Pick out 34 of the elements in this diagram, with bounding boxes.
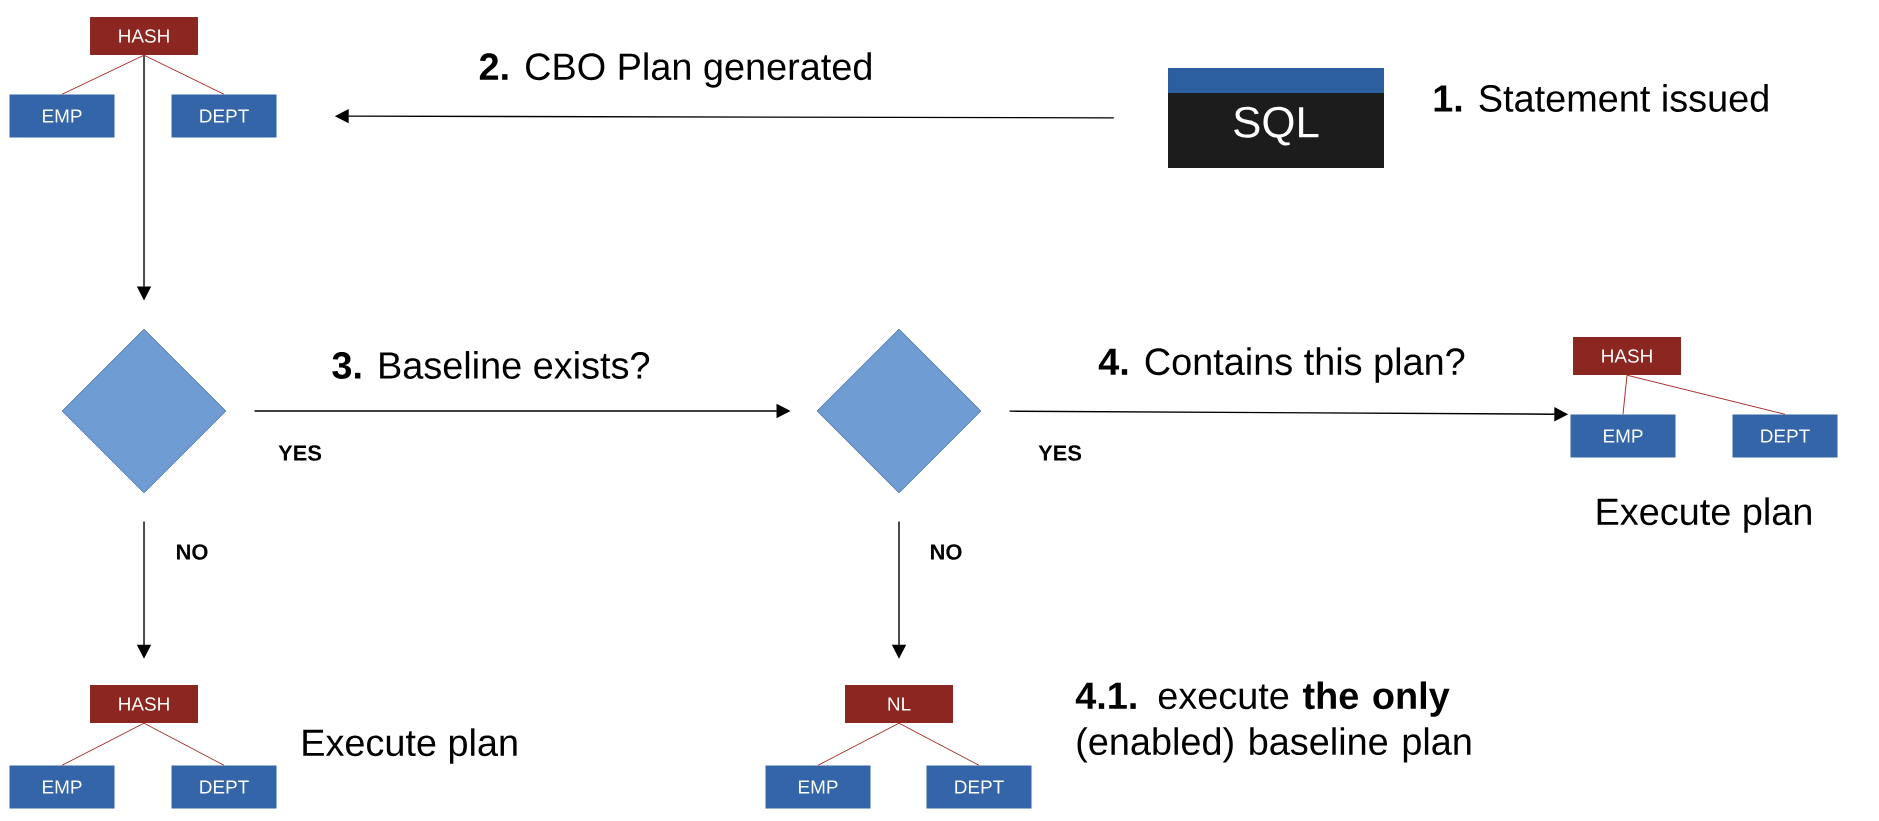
step-label: Execute plan	[303, 728, 517, 764]
table-box: DEPT	[1732, 414, 1838, 458]
tree-line	[1626, 374, 1786, 415]
branch-label: YES	[278, 445, 322, 461]
branch-label: NO	[931, 544, 962, 560]
tree-line	[143, 54, 225, 95]
tree-line	[61, 54, 145, 95]
tree-line	[143, 722, 225, 766]
operator-box: HASH	[90, 17, 198, 55]
table-box: EMP	[1570, 414, 1676, 458]
table-box: DEPT	[171, 765, 277, 809]
edge-label: 4. Contains this plan?	[1096, 345, 1468, 385]
branch-label: NO	[177, 544, 208, 560]
decision-diamond	[61, 328, 227, 494]
table-box: EMP	[765, 765, 871, 809]
tree-line	[61, 722, 145, 766]
table-box: DEPT	[171, 94, 277, 138]
table-box: DEPT	[926, 765, 1032, 809]
step-label: Execute plan	[1597, 497, 1811, 533]
sql-box: SQL	[1168, 68, 1384, 168]
tree-line	[817, 722, 900, 766]
branch-label: YES	[1038, 445, 1082, 461]
edge-label: 2. CBO Plan generated	[476, 50, 876, 90]
table-box: EMP	[9, 94, 115, 138]
table-box: EMP	[9, 765, 115, 809]
operator-box: HASH	[90, 685, 198, 723]
decision-diamond	[816, 328, 982, 494]
operator-box: NL	[845, 685, 953, 723]
tree-line	[898, 722, 980, 766]
edge-label: 3. Baseline exists?	[329, 349, 653, 381]
tree-line	[1622, 374, 1628, 415]
step-label: 4.1. execute the only (enabled) baseline plan	[1075, 681, 1471, 763]
operator-box: HASH	[1573, 337, 1681, 375]
step-label: 1. Statement issued	[1434, 84, 1768, 112]
